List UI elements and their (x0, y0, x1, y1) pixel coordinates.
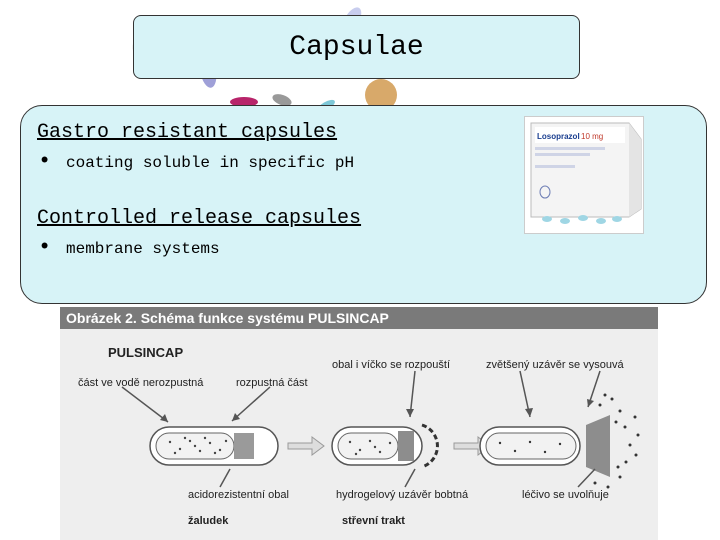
diagram-name: PULSINCAP (108, 345, 184, 360)
label-stomach: žaludek (188, 515, 229, 527)
slide-title: Capsulae (289, 32, 424, 63)
bullet-membrane-systems: • membrane systems (38, 235, 220, 260)
bullet-coating-soluble: • coating soluble in specific pH (38, 149, 355, 174)
bullet-dot-icon: • (38, 149, 52, 174)
section-heading-gastro-resistant: Gastro resistant capsules (37, 121, 338, 144)
label-acid-resistant-shell: acidorezistentní obal (188, 489, 289, 501)
pulsincap-diagram: Obrázek 2. Schéma funkce systému PULSINC… (60, 307, 658, 540)
diagram-caption: Obrázek 2. Schéma funkce systému PULSINC… (60, 307, 658, 329)
pulsincap-schematic (121, 370, 640, 489)
bullet-text: membrane systems (66, 240, 220, 258)
product-strength: 10 mg (581, 132, 603, 141)
product-brand: Losoprazol (537, 132, 580, 141)
label-intestine: střevní trakt (342, 515, 405, 527)
product-box-photo: Losoprazol 10 mg (524, 116, 644, 234)
label-hydrogel-cap: hydrogelový uzávěr bobtná (336, 489, 469, 501)
section-heading-controlled-release: Controlled release capsules (37, 207, 362, 230)
title-panel: Capsulae (133, 15, 580, 79)
bullet-dot-icon: • (38, 235, 52, 260)
label-shell-dissolves: obal i víčko se rozpouští (332, 359, 451, 371)
bullet-text: coating soluble in specific pH (66, 154, 355, 172)
label-drug-release: léčivo se uvolňuje (522, 489, 609, 501)
label-soluble-part: rozpustná část (236, 377, 308, 389)
label-insoluble-part: část ve vodě nerozpustná (78, 377, 204, 389)
label-enlarged-cap: zvětšený uzávěr se vysouvá (486, 359, 624, 371)
medicine-box-image: Losoprazol 10 mg (530, 122, 642, 224)
